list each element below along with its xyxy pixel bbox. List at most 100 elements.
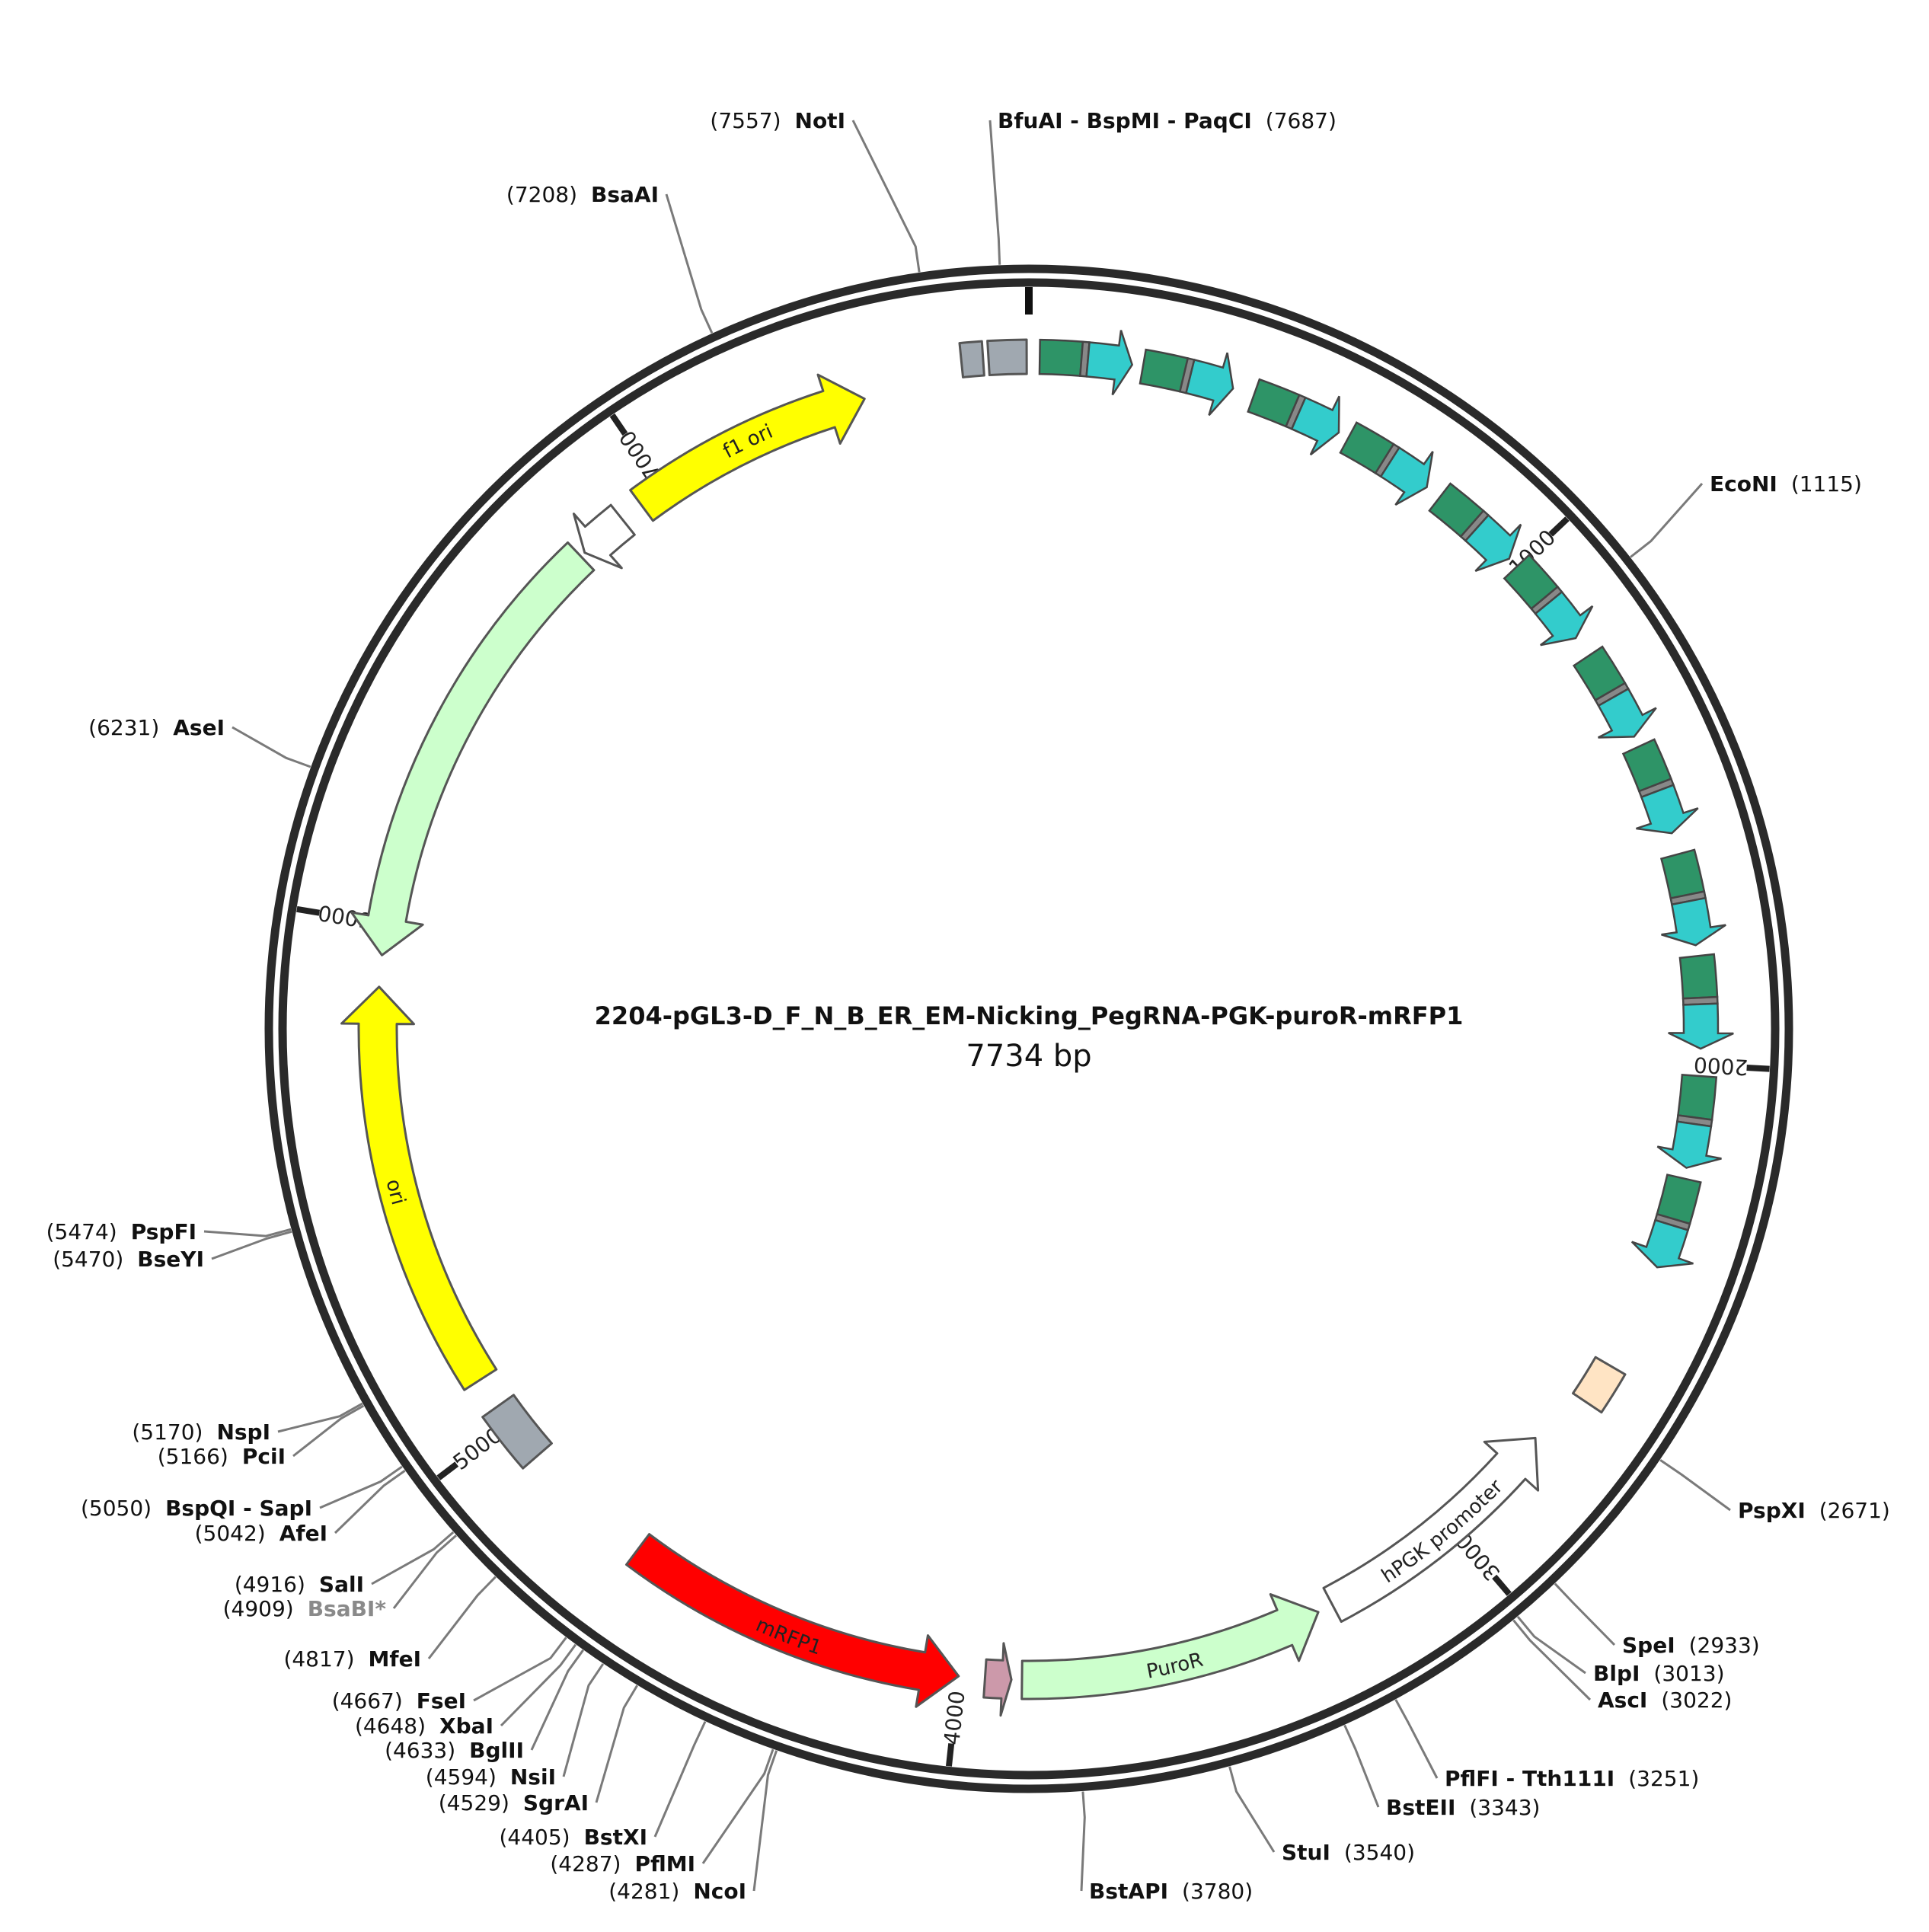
site-label: EcoNI(1115) — [1710, 471, 1862, 497]
tick-label: 2000 — [1693, 1052, 1749, 1080]
guide-scaffold — [1290, 395, 1340, 456]
guide-scaffold — [1636, 784, 1699, 835]
site-leader-line — [292, 1404, 365, 1458]
restriction-site-lines — [203, 120, 1731, 1892]
feature-mrfp1 — [624, 1533, 960, 1708]
tick-mark — [436, 1461, 459, 1480]
site-label: SpeI(2933) — [1622, 1633, 1760, 1658]
site-label: StuI(3540) — [1282, 1840, 1415, 1865]
site-label: (5170)NspI — [132, 1419, 270, 1445]
site-leader-line — [427, 1576, 497, 1659]
site-label: (5166)PciI — [158, 1444, 286, 1469]
site-label: (5050)BspQI - SapI — [81, 1496, 312, 1521]
site-leader-line — [988, 120, 1001, 265]
guide-scaffold — [1661, 896, 1726, 947]
guide-scaffold — [1379, 446, 1434, 506]
guide-scaffold — [1085, 330, 1134, 396]
site-leader-line — [473, 1637, 567, 1702]
site-leader-line — [500, 1643, 577, 1727]
site-label: (4529)SgrAI — [439, 1790, 589, 1815]
site-leader-line — [665, 193, 714, 334]
feature-small-feature — [982, 1642, 1013, 1717]
guide-scaffold — [1630, 1218, 1694, 1269]
feature-ori — [340, 985, 498, 1391]
feature-grey-box-lower — [481, 1394, 553, 1470]
site-label: (4594)NsiI — [426, 1764, 556, 1790]
site-label: AscI(3022) — [1598, 1688, 1732, 1713]
site-leader-line — [1512, 1619, 1592, 1701]
site-leader-line — [752, 1750, 778, 1892]
guide-array — [1038, 330, 1734, 1269]
site-leader-line — [211, 1230, 292, 1260]
site-leader-line — [232, 726, 311, 768]
site-label: (4916)SalI — [235, 1572, 364, 1597]
restriction-site-labels: (7557)NotI BfuAI - BspMI - PaqCI(7687) (72… — [46, 108, 1890, 1904]
feature-hpgk-promoter — [1322, 1436, 1540, 1624]
tick-mark — [945, 1743, 955, 1767]
site-leader-line — [203, 1228, 292, 1237]
site-leader-line — [319, 1465, 403, 1509]
site-label: (4633)BglII — [385, 1738, 524, 1763]
site-leader-line — [562, 1663, 605, 1777]
tick-mark — [1548, 516, 1570, 537]
tick-mark — [296, 905, 321, 916]
site-leader-line — [1516, 1615, 1586, 1675]
map-title: 2204-pGL3-D_F_N_B_ER_EM-Nicking_PegRNA-P… — [595, 1001, 1464, 1074]
site-label: (7208)BsaAI — [506, 182, 659, 207]
feature-ampr-promoter — [572, 503, 636, 570]
tick-mark — [609, 413, 628, 436]
site-label: PflFI - Tth111I(3251) — [1445, 1766, 1699, 1791]
site-label: (4667)FseI — [332, 1688, 466, 1713]
guide-spacer — [1678, 953, 1719, 1000]
site-leader-line — [1554, 1582, 1616, 1646]
site-leader-line — [595, 1685, 638, 1803]
tick-mark — [1746, 1064, 1770, 1072]
feature-promoter-tan — [1572, 1356, 1627, 1414]
site-leader-line — [851, 120, 921, 273]
backbone-ring — [264, 264, 1793, 1793]
site-leader-line — [1394, 1699, 1439, 1779]
site-leader-line — [392, 1534, 458, 1609]
plasmid-name: 2204-pGL3-D_F_N_B_ER_EM-Nicking_PegRNA-P… — [595, 1001, 1464, 1030]
plasmid-length: 7734 bp — [966, 1039, 1091, 1074]
feature-puror — [1020, 1593, 1320, 1700]
feature-grey-box-top-2 — [986, 338, 1028, 377]
site-leader-line — [701, 1748, 774, 1864]
site-leader-line — [1343, 1724, 1380, 1808]
site-label: (5470)BseYI — [53, 1247, 204, 1272]
guide-spacer — [1677, 1074, 1718, 1121]
site-leader-line — [1228, 1766, 1276, 1853]
site-leader-line — [371, 1531, 455, 1586]
feature-f1-ori — [629, 373, 866, 522]
site-label: BstAPI(3780) — [1089, 1879, 1253, 1904]
guide-scaffold — [1597, 687, 1657, 739]
guide-scaffold — [1656, 1120, 1722, 1169]
guide-spacer — [1659, 848, 1706, 900]
feature-ampr — [350, 541, 596, 956]
tick-label: 4000 — [939, 1690, 969, 1746]
site-label: (4648)XbaI — [355, 1713, 493, 1739]
site-label: PspXI(2671) — [1738, 1498, 1890, 1523]
guide-spacer — [1038, 338, 1084, 377]
site-leader-line — [530, 1649, 584, 1751]
site-label: (5042)AfeI — [195, 1521, 327, 1546]
site-label: (4287)PflMI — [550, 1851, 695, 1876]
site-leader-line — [653, 1720, 707, 1838]
site-leader-line — [277, 1402, 363, 1433]
site-label: (4281)NcoI — [608, 1879, 746, 1904]
site-leader-line — [1080, 1791, 1086, 1892]
site-leader-line — [1659, 1458, 1731, 1512]
site-label: (5474)PspFI — [46, 1219, 196, 1244]
feature-grey-box-top-1 — [958, 340, 985, 378]
guide-scaffold — [1464, 513, 1522, 573]
site-label: (7557)NotI — [710, 108, 845, 133]
tick-mark — [1492, 1574, 1512, 1596]
site-label: (4817)MfeI — [283, 1646, 421, 1672]
site-label: BstEII(3343) — [1386, 1795, 1540, 1820]
guide-scaffold — [1534, 590, 1594, 647]
guide-scaffold — [1668, 1002, 1734, 1050]
site-label: BfuAI - BspMI - PaqCI(7687) — [998, 108, 1337, 133]
guide-scaffold — [1184, 352, 1234, 417]
site-label: BlpI(3013) — [1593, 1661, 1725, 1686]
